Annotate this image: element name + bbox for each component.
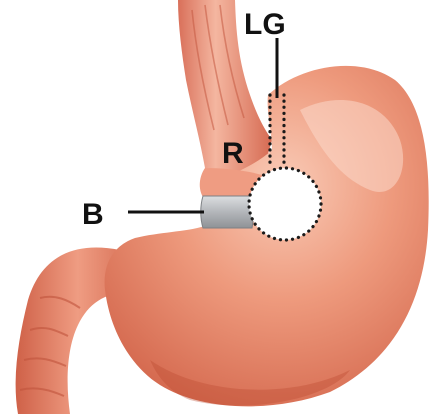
dotted-port-circle (249, 168, 321, 240)
gastric-band (201, 196, 254, 228)
label-r: R (222, 137, 244, 170)
label-b: B (82, 198, 104, 231)
label-lg: LG (244, 8, 286, 41)
